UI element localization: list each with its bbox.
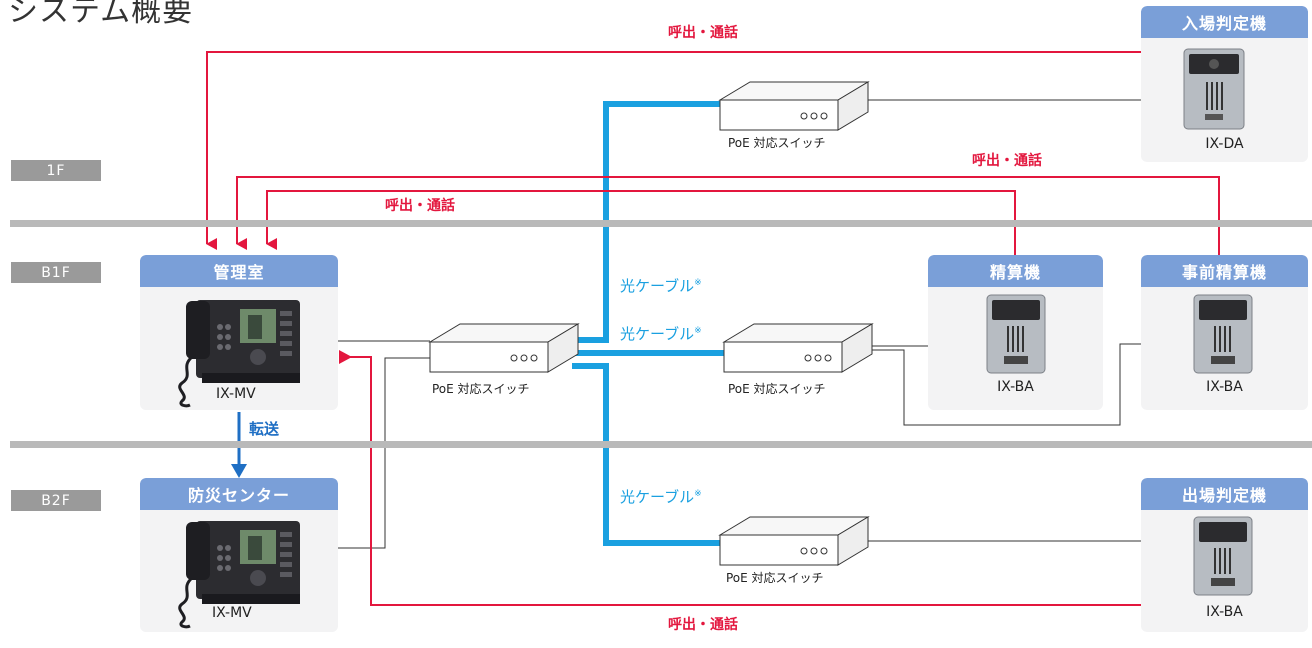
fiber-label-1f: 光ケーブル※ [620,275,702,296]
call-label-payment: 呼出・通話 [385,198,455,214]
poe-switch-b1f-main-label: PoE 対応スイッチ [432,382,530,396]
fiber-label-b1f-text: 光ケーブル [620,325,695,343]
poe-switch-b1f-sub [722,323,874,373]
poe-switch-b1f-main [428,323,580,373]
panel-prepay-header: 事前精算機 [1141,255,1308,287]
panel-payment: 精算機 IX-BA [928,255,1103,410]
page-title: システム概要 [8,0,194,29]
master-station-icon [178,300,300,408]
fiber-label-1f-text: 光ケーブル [620,277,695,295]
fiber-label-b2f-text: 光ケーブル [620,488,695,506]
floor-tag-b1f: B1F [11,262,101,283]
panel-entry-gate-header: 入場判定機 [1141,6,1308,38]
fiber-label-b2f: 光ケーブル※ [620,486,702,507]
model-label-disaster: IX-MV [212,605,252,621]
model-label-prepay: IX-BA [1206,379,1243,395]
call-line-prepay [236,176,1220,255]
panel-entry-gate: 入場判定機 IX-DA [1141,6,1308,162]
floor-tag-b2f: B2F [11,490,101,511]
poe-switch-b2f [718,516,870,566]
model-label-payment: IX-BA [997,379,1034,395]
transfer-arrow [231,412,247,478]
panel-payment-header: 精算機 [928,255,1103,287]
panel-disaster-center-header: 防災センター [140,478,338,510]
poe-switch-1f [718,81,870,131]
panel-office-header: 管理室 [140,255,338,287]
model-label-entry: IX-DA [1205,136,1244,152]
panel-disaster-center: 防災センター IX-MV [140,478,338,632]
cable-disaster [338,357,430,549]
fiber-label-b2f-mark: ※ [694,489,702,499]
call-label-prepay: 呼出・通話 [972,153,1042,169]
fiber-to-b2f [572,363,720,546]
panel-exit-gate: 出場判定機 IX-BA [1141,478,1308,632]
fiber-label-b1f: 光ケーブル※ [620,323,702,344]
panel-exit-gate-header: 出場判定機 [1141,478,1308,510]
door-station-icon [1193,294,1253,374]
model-label-exit: IX-BA [1206,604,1243,620]
fiber-label-1f-mark: ※ [694,278,702,288]
poe-switch-b1f-sub-label: PoE 対応スイッチ [728,382,826,396]
door-station-icon [1193,516,1253,596]
cable-prepay [872,343,1192,426]
floor-separator-1f [10,220,1312,227]
master-station-icon [178,521,300,629]
poe-switch-b2f-label: PoE 対応スイッチ [726,571,824,585]
door-station-icon [1183,48,1245,130]
call-line-exit [339,350,1141,606]
door-station-icon [986,294,1046,374]
fiber-label-b1f-mark: ※ [694,326,702,336]
panel-prepay: 事前精算機 IX-BA [1141,255,1308,410]
call-line-entry [206,51,1141,250]
model-label-office: IX-MV [216,386,256,402]
floor-tag-1f: 1F [11,160,101,181]
floor-separator-b1f [10,441,1312,448]
panel-office: 管理室 IX-MV [140,255,338,410]
call-label-entry: 呼出・通話 [668,25,738,41]
poe-switch-1f-label: PoE 対応スイッチ [728,136,826,150]
transfer-label: 転送 [249,420,280,438]
call-label-exit: 呼出・通話 [668,617,738,633]
